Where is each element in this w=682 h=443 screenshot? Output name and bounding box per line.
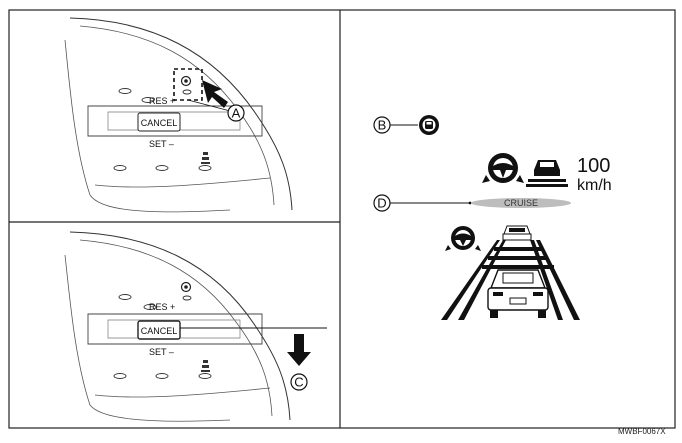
small-button[interactable] — [141, 97, 155, 103]
switch-under-button[interactable] — [182, 295, 192, 301]
outer-frame — [8, 9, 676, 429]
callout-a-circle — [227, 104, 245, 122]
press-arrow — [202, 80, 228, 108]
res-plus-label: RES + — [149, 96, 175, 106]
display-panel: B 100 km/h D — [373, 115, 612, 320]
wheel-spoke-lower — [94, 387, 271, 398]
res-plus-label: RES + — [149, 302, 175, 312]
small-button[interactable] — [143, 304, 157, 310]
figure-code: MWBF0067X — [618, 427, 666, 436]
road-scene-graphic — [441, 225, 580, 320]
cruise-indicator-label: CRUISE — [504, 198, 538, 208]
cancel-button[interactable] — [137, 320, 181, 340]
callout-d-letter: D — [377, 196, 386, 211]
wheel-outline — [69, 17, 293, 211]
vehicle-ahead-icon — [526, 160, 568, 187]
lane-control-icon — [201, 152, 210, 164]
top-steering-panel: CANCEL RES + SET – A — [64, 17, 293, 213]
callout-a-leader — [187, 99, 235, 113]
small-button[interactable] — [113, 165, 127, 171]
callout-b-letter: B — [378, 118, 387, 133]
small-button[interactable] — [198, 165, 212, 171]
steering-assist-icon — [482, 153, 524, 183]
steering-small-icon — [445, 226, 481, 251]
wheel-spoke-lower — [94, 177, 271, 188]
callout-a-letter: A — [232, 106, 241, 121]
set-speed-unit: km/h — [577, 177, 612, 194]
propilot-indicator-icon — [419, 115, 439, 135]
control-pad — [87, 313, 263, 345]
own-vehicle-icon — [487, 269, 549, 318]
switch-under-button[interactable] — [182, 89, 192, 95]
set-minus-label: SET – — [149, 139, 174, 149]
wheel-spoke — [64, 254, 231, 422]
set-minus-label: SET – — [149, 347, 174, 357]
cancel-button-label: CANCEL — [141, 326, 178, 336]
down-arrow — [287, 334, 311, 366]
control-pad-inner — [107, 111, 241, 131]
cruise-indicator — [471, 198, 571, 208]
wheel-outline — [69, 231, 291, 421]
small-button[interactable] — [198, 373, 212, 379]
cancel-button-label: CANCEL — [141, 118, 178, 128]
control-pad — [87, 105, 263, 137]
wheel-spoke — [64, 39, 231, 213]
control-pad-inner — [107, 319, 241, 339]
propilot-switch-center — [184, 285, 188, 289]
small-button[interactable] — [118, 294, 132, 300]
callout-c-letter: C — [294, 375, 303, 390]
small-button[interactable] — [113, 373, 127, 379]
set-speed-value: 100 — [577, 155, 610, 177]
lane-control-icon — [201, 360, 210, 372]
propilot-switch-center — [184, 79, 188, 83]
small-button[interactable] — [118, 88, 132, 94]
small-button[interactable] — [155, 165, 169, 171]
bottom-steering-panel: CANCEL RES + SET – C — [64, 231, 327, 422]
callout-c-circle — [290, 373, 308, 391]
small-button[interactable] — [155, 373, 169, 379]
cancel-button[interactable] — [137, 112, 181, 132]
wheel-outline-inner — [79, 25, 275, 206]
wheel-outline-inner — [79, 239, 273, 417]
